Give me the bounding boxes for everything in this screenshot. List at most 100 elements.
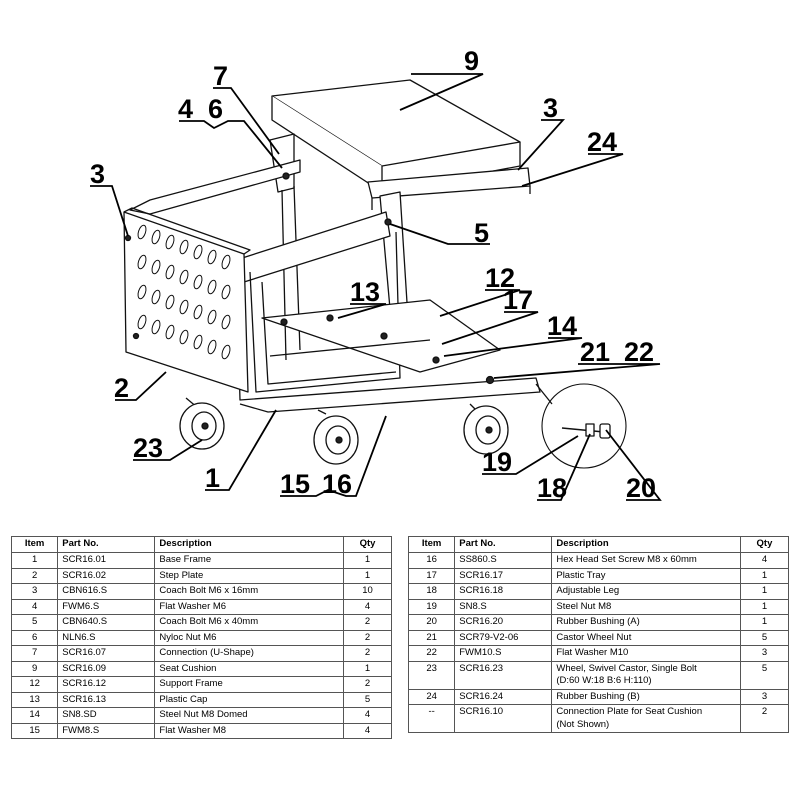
cell-part-no: CBN616.S <box>57 583 156 600</box>
cell-part-no: SCR16.13 <box>57 691 156 708</box>
cell-description: Seat Cushion <box>154 660 344 677</box>
cell-description: Step Plate <box>154 567 344 584</box>
description-line: Flat Washer M8 <box>159 724 227 736</box>
description-line-2: (Not Shown) <box>556 718 610 730</box>
cell-item: -- <box>407 704 456 733</box>
cell-part-no: SCR16.17 <box>454 567 553 584</box>
table-header-row: Item Part No. Description Qty <box>10 536 393 553</box>
cell-part-no: SCR16.02 <box>57 567 156 584</box>
cell-item: 12 <box>10 676 59 693</box>
cell-part-no: FWM8.S <box>57 722 156 739</box>
cell-part-no: SCR16.09 <box>57 660 156 677</box>
cell-description: Adjustable Leg <box>551 583 741 600</box>
cell-part-no: SCR16.10 <box>454 704 553 733</box>
cell-description: Hex Head Set Screw M8 x 60mm <box>551 552 741 569</box>
description-line: Steel Nut M8 <box>556 600 612 612</box>
cell-part-no: SCR16.23 <box>454 660 553 690</box>
cell-qty: 5 <box>739 629 790 646</box>
cell-qty: 1 <box>342 660 393 677</box>
callout-21: 21 <box>580 337 610 367</box>
description-line: Flat Washer M6 <box>159 600 227 612</box>
description-line: Rubber Bushing (A) <box>556 616 640 627</box>
cell-description: Connection (U-Shape) <box>154 645 344 662</box>
description-line: Castor Wheel Nut <box>556 631 632 643</box>
cell-part-no: SCR79-V2-06 <box>454 629 553 646</box>
header-qty: Qty <box>739 536 790 553</box>
callout-15: 15 <box>280 469 310 499</box>
cell-part-no: SCR16.18 <box>454 583 553 600</box>
cell-item: 14 <box>10 707 59 724</box>
cell-description: Flat Washer M10 <box>551 645 741 662</box>
callout-1: 1 <box>205 463 220 493</box>
callout-9: 9 <box>464 46 479 76</box>
cell-item: 23 <box>407 660 456 690</box>
description-line: Connection (U-Shape) <box>159 647 254 658</box>
header-description: Description <box>551 536 741 553</box>
callout-4: 4 <box>178 94 193 124</box>
cell-qty: 2 <box>739 704 790 733</box>
description-line: Steel Nut M8 Domed <box>159 709 248 720</box>
description-line: Plastic Tray <box>556 569 606 581</box>
callout-24: 24 <box>587 127 617 157</box>
cell-qty: 2 <box>342 629 393 646</box>
cell-description: Flat Washer M6 <box>154 598 344 615</box>
stool-drawing <box>123 79 627 469</box>
description-line: Seat Cushion <box>159 662 217 674</box>
header-part-no: Part No. <box>57 536 156 553</box>
cell-item: 7 <box>10 645 59 662</box>
cell-qty: 10 <box>342 583 393 600</box>
description-line: Adjustable Leg <box>556 585 620 596</box>
cell-part-no: SCR16.24 <box>454 688 553 705</box>
callout-7: 7 <box>213 61 228 91</box>
cell-description: Coach Bolt M6 x 16mm <box>154 583 344 600</box>
description-line: Rubber Bushing (B) <box>556 690 640 702</box>
cell-part-no: SCR16.01 <box>57 552 156 569</box>
callout-3-left: 3 <box>90 159 105 189</box>
cell-part-no: FWM10.S <box>454 645 553 662</box>
description-line: Base Frame <box>159 554 212 565</box>
header-item: Item <box>407 536 456 553</box>
cell-item: 19 <box>407 598 456 615</box>
cell-qty: 1 <box>342 567 393 584</box>
description-line: Plastic Cap <box>159 693 208 705</box>
header-part-no: Part No. <box>454 536 553 553</box>
table-header-row: Item Part No. Description Qty <box>407 536 790 553</box>
cell-qty: 4 <box>342 722 393 739</box>
description-line: Connection Plate for Seat Cushion <box>556 706 703 717</box>
cell-part-no: FWM6.S <box>57 598 156 615</box>
description-line: Wheel, Swivel Castor, Single Bolt <box>556 662 697 674</box>
cell-item: 5 <box>10 614 59 631</box>
cell-description: Steel Nut M8 <box>551 598 741 615</box>
cell-qty: 2 <box>342 676 393 693</box>
cell-item: 13 <box>10 691 59 708</box>
cell-qty: 2 <box>342 614 393 631</box>
description-line-2: (D:60 W:18 B:6 H:110) <box>556 675 652 686</box>
cell-description: Castor Wheel Nut <box>551 629 741 646</box>
description-line: Coach Bolt M6 x 40mm <box>159 616 259 627</box>
cell-item: 9 <box>10 660 59 677</box>
cell-item: 20 <box>407 614 456 631</box>
callout-23: 23 <box>133 433 163 463</box>
cell-description: Rubber Bushing (A) <box>551 614 741 631</box>
cell-description: Plastic Cap <box>154 691 344 708</box>
header-qty: Qty <box>342 536 393 553</box>
cell-description: Rubber Bushing (B) <box>551 688 741 705</box>
cell-qty: 4 <box>739 552 790 569</box>
cell-item: 21 <box>407 629 456 646</box>
cell-item: 2 <box>10 567 59 584</box>
callout-13: 13 <box>350 277 380 307</box>
cell-description: Steel Nut M8 Domed <box>154 707 344 724</box>
cell-description: Support Frame <box>154 676 344 693</box>
cell-description: Flat Washer M8 <box>154 722 344 739</box>
